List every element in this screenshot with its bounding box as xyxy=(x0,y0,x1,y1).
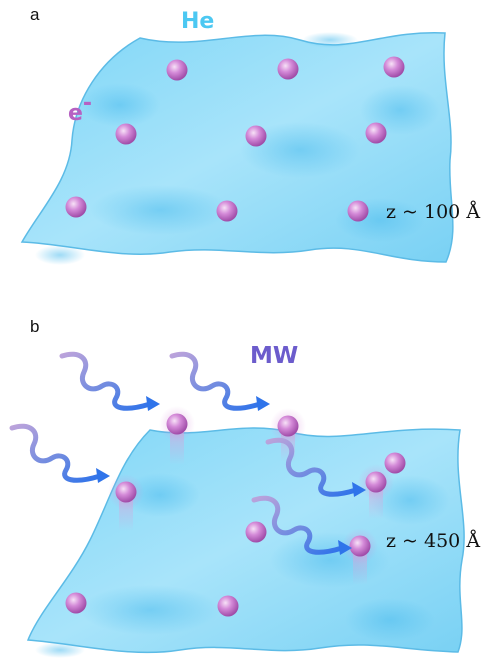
shading xyxy=(35,642,85,658)
electron xyxy=(365,122,387,144)
height-label-a: z ~ 100 Å xyxy=(386,201,480,223)
electron xyxy=(216,200,238,222)
electrons-b xyxy=(65,406,406,617)
shading xyxy=(80,585,220,635)
microwave-wave-arrow xyxy=(59,351,160,411)
panel-b-label: b xyxy=(30,317,39,336)
electron-label: e- xyxy=(68,91,92,126)
electron xyxy=(115,123,137,145)
shading xyxy=(90,185,230,235)
helium-label: He xyxy=(181,9,214,34)
electron xyxy=(166,59,188,81)
electron xyxy=(277,415,299,437)
height-label-b: z ~ 450 Å xyxy=(386,530,480,552)
electron xyxy=(65,592,87,614)
electron xyxy=(245,521,267,543)
shading xyxy=(35,245,85,265)
electron xyxy=(245,125,267,147)
shading xyxy=(240,122,360,178)
shading xyxy=(302,32,358,48)
electron xyxy=(166,413,188,435)
microwave-wave-arrow xyxy=(265,437,366,497)
microwave-wave-arrow xyxy=(251,495,352,555)
electron xyxy=(217,595,239,617)
electron-label-symbol: e xyxy=(68,101,83,126)
electron xyxy=(65,196,87,218)
electron xyxy=(277,58,299,80)
electron xyxy=(347,200,369,222)
microwave-wave-arrow xyxy=(169,351,270,411)
electron-label-charge: - xyxy=(83,91,92,116)
electron xyxy=(365,471,387,493)
electron xyxy=(349,535,371,557)
shading xyxy=(345,598,435,642)
electrons-a xyxy=(65,56,405,222)
panel-a-label: a xyxy=(30,5,40,24)
microwave-wave-arrow xyxy=(9,423,110,483)
microwave-label: MW xyxy=(250,343,298,369)
electron xyxy=(115,481,137,503)
panel-b: b M xyxy=(9,317,480,658)
electron xyxy=(384,452,406,474)
microwave-waves xyxy=(9,351,366,555)
panel-a: a He e- z ~ 100 Å xyxy=(20,5,480,265)
shading xyxy=(360,85,440,135)
electron xyxy=(383,56,405,78)
shading xyxy=(80,83,160,127)
